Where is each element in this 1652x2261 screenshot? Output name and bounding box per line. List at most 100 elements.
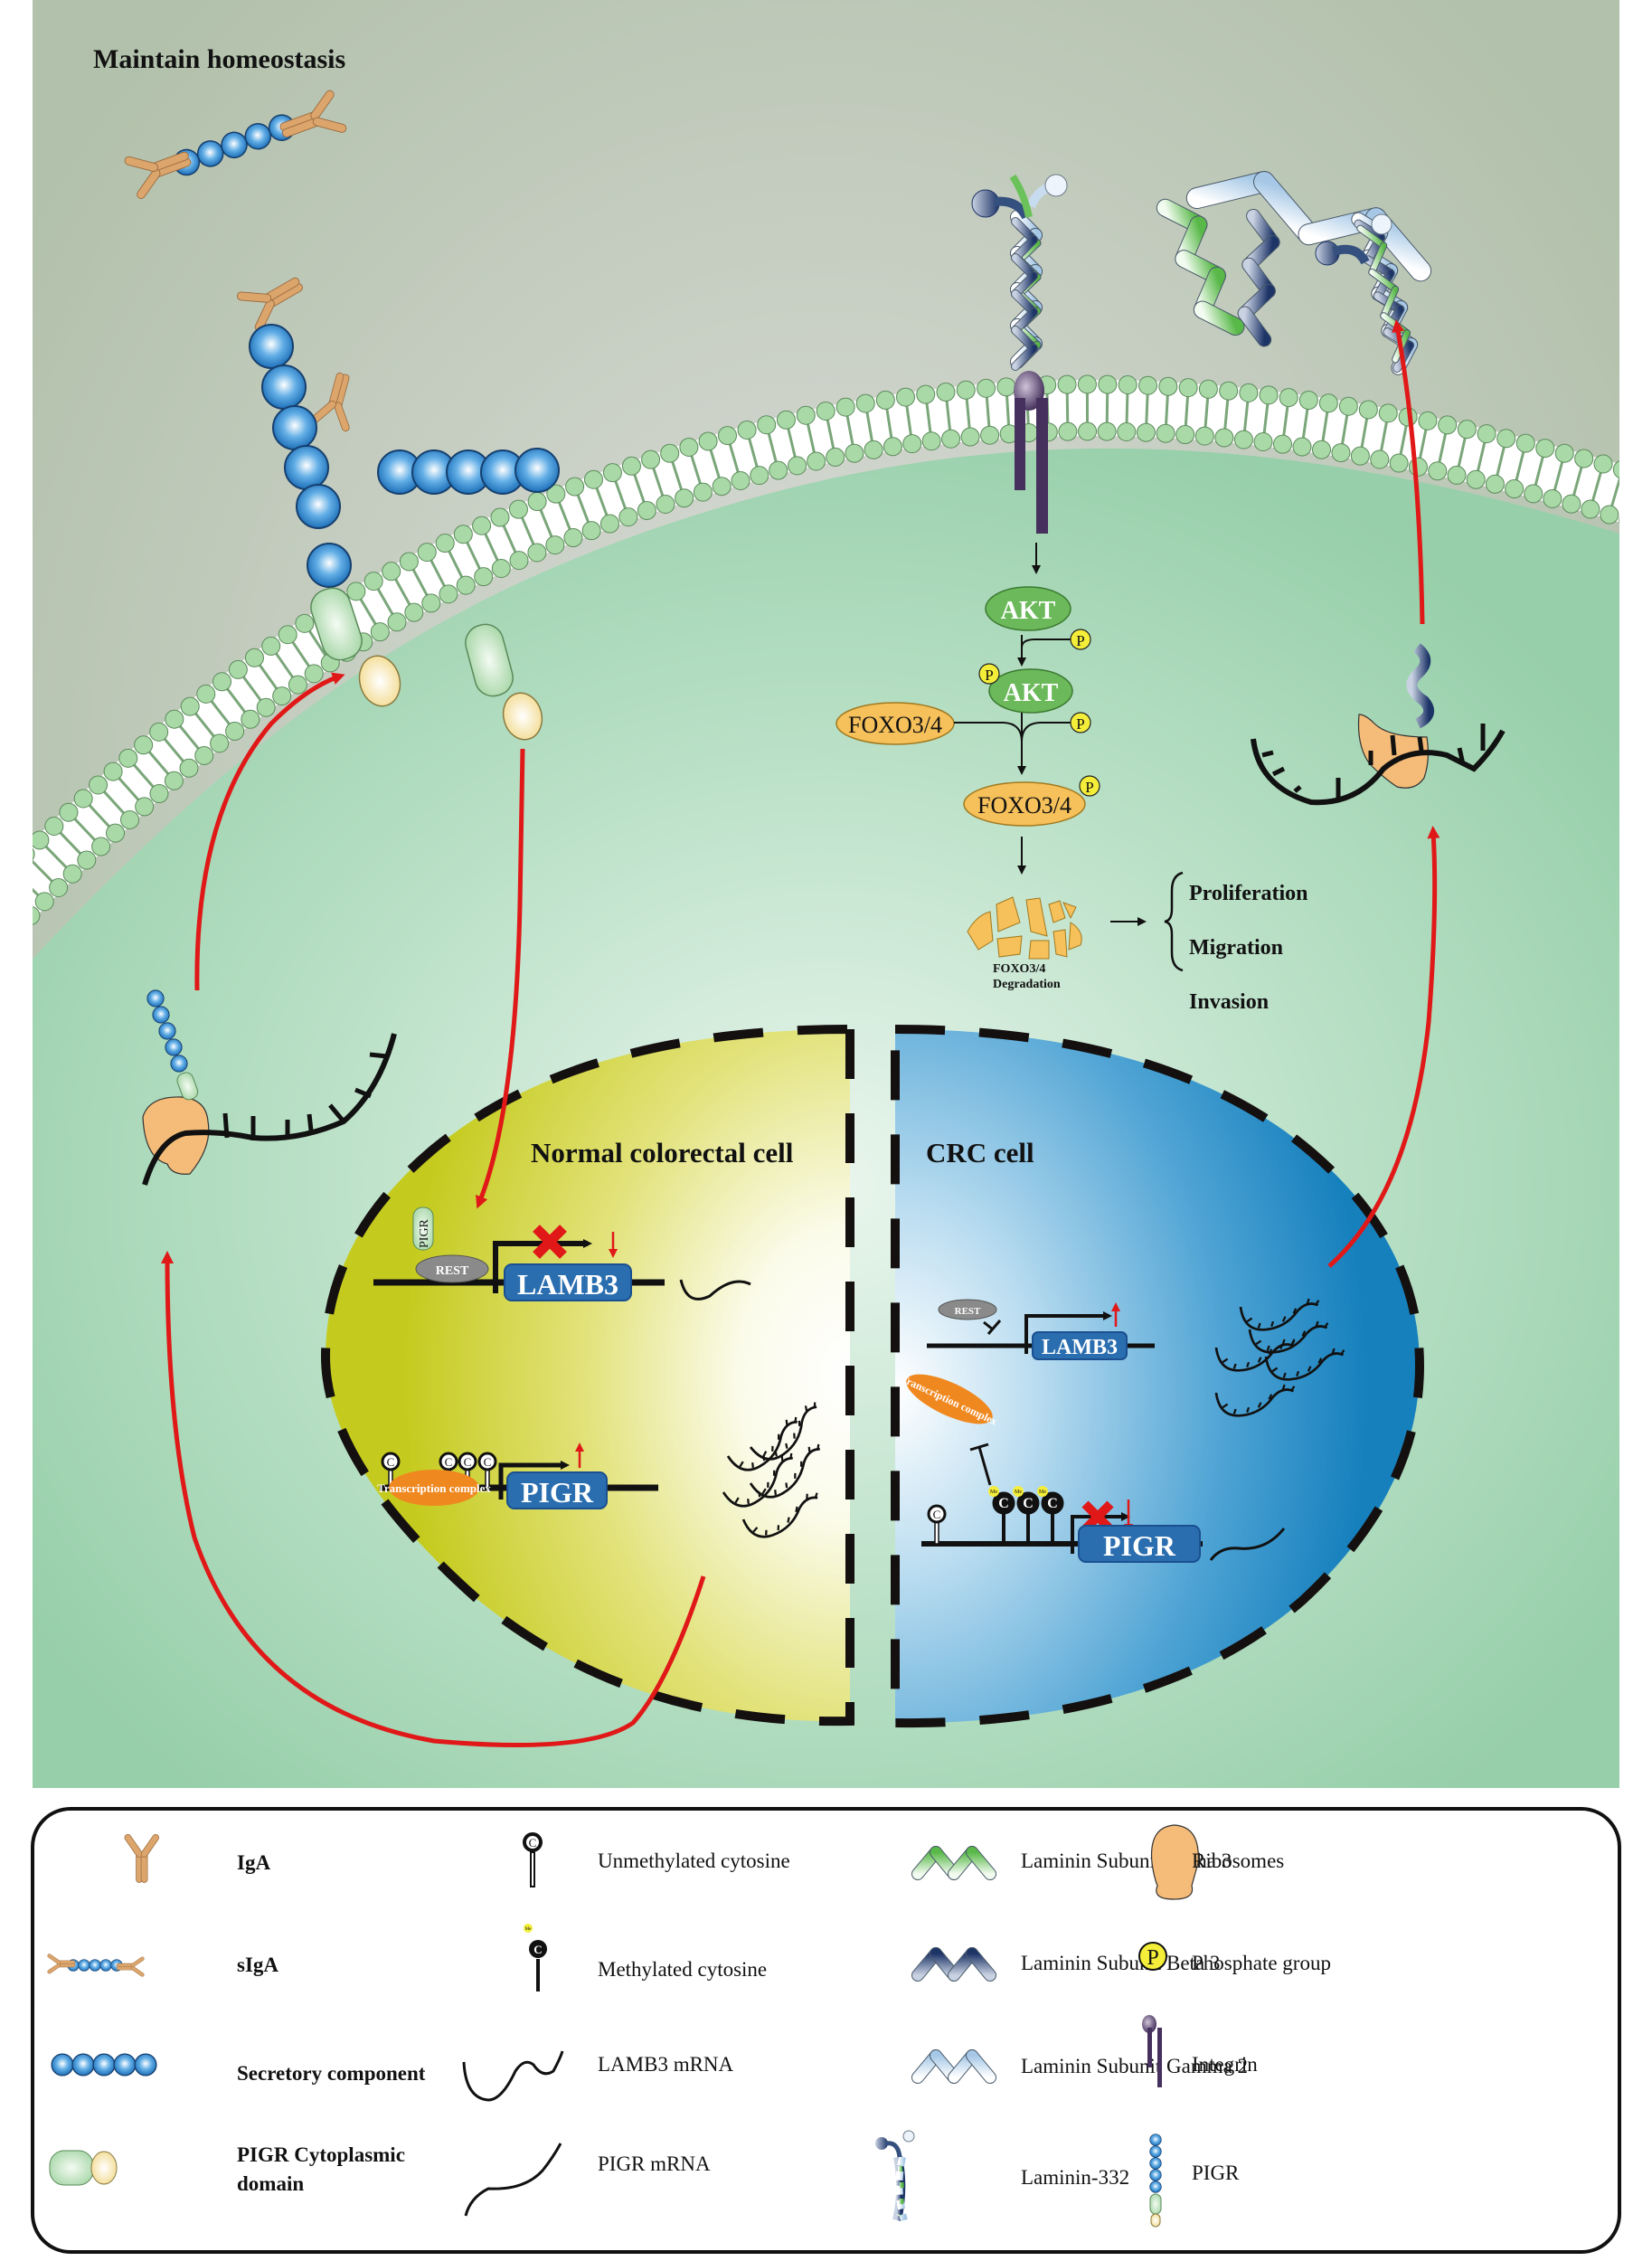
degradation-label-1: FOXO3/4 (993, 962, 1045, 976)
laminin-alpha3-icon (911, 1846, 996, 1880)
legend-label: PIGR Cytoplasmic (237, 2143, 405, 2166)
legend-item-iga: IgA (127, 1838, 270, 1879)
phospholipid (621, 456, 656, 520)
methyl-symbol: Me (1015, 1490, 1022, 1495)
phospholipid (89, 775, 140, 829)
legend-item-unmethylated-cytosine: C Unmethylated cytosine (523, 1832, 790, 1887)
cytosine-symbol: C (484, 1455, 492, 1469)
rest-repressor (415, 1254, 489, 1283)
phospholipid (679, 437, 713, 502)
crc-nucleus-body (895, 1029, 1420, 1724)
lamb3-gene-box (1032, 1331, 1128, 1360)
pigr-cytoplasmic-domain-icon (49, 2150, 118, 2186)
methylated-cytosine: CMe (1037, 1486, 1064, 1544)
phospholipid (346, 582, 390, 642)
mrna-strand (722, 1452, 793, 1508)
crc-cell-title: CRC cell (926, 1137, 1034, 1168)
legend-item-ribosome: Ribosomes (1150, 1824, 1284, 1900)
phospholipid (1194, 379, 1218, 446)
phospholipid (855, 393, 883, 459)
phospholipid (118, 748, 169, 804)
ribosome-icon (1150, 1824, 1199, 1900)
phospholipid (1428, 415, 1458, 481)
lamb3-translation-ribosome (1251, 643, 1506, 806)
cytosine-symbol: C (533, 1943, 542, 1956)
phospholipid (1233, 383, 1259, 449)
phospholipid (1214, 381, 1239, 448)
pigr-gene-label: PIGR (521, 1476, 594, 1509)
methyl-symbol: Me (1039, 1490, 1046, 1495)
nascent-pigr-chain (146, 989, 199, 1101)
phospholipid (261, 636, 307, 695)
phospholipid (165, 709, 214, 765)
phospholipid (1292, 391, 1318, 457)
cytosine-symbol: C (933, 1508, 941, 1521)
phospholipid (73, 789, 126, 843)
phospholipid (1562, 449, 1594, 514)
phospholipid (565, 477, 601, 541)
laminin-beta3-icon (911, 1947, 996, 1982)
phosphate-label: P (985, 667, 993, 684)
phospholipid (875, 390, 902, 457)
lamb3-gene-box (504, 1263, 632, 1301)
legend-label: Secretory component (237, 2062, 426, 2085)
legend-item-siga: sIgA (50, 1954, 278, 1976)
phosphate-icon (1070, 712, 1091, 733)
integrin-icon (1142, 2015, 1162, 2087)
phospholipid (602, 463, 638, 527)
pigr-mrna-cluster (722, 1402, 820, 1538)
phosphate-group-icon: P (1138, 1942, 1167, 1971)
phospholipid (472, 516, 511, 579)
legend-item-pigr: PIGR (1149, 2133, 1240, 2228)
phosphate-label: P (1076, 632, 1084, 649)
legend-label: Laminin Subunit Beta 3 (1021, 1952, 1220, 1974)
phospho-foxo-label: FOXO3/4 (977, 792, 1071, 818)
legend-label: LAMB3 mRNA (598, 2053, 734, 2076)
legend-label: IgA (237, 1851, 270, 1874)
normal-nucleus-body (326, 1029, 850, 1722)
legend-label: Ribosomes (1192, 1849, 1284, 1872)
nucleus-crc (891, 1024, 1425, 1728)
lamb3-gene-label: LAMB3 (517, 1268, 618, 1301)
phospholipid (1273, 388, 1298, 454)
mrna-strand (741, 1492, 818, 1538)
methyl-symbol: Me (525, 1927, 532, 1932)
phospholipid (1311, 393, 1338, 459)
methylated-cytosine-icon: Me C (524, 1924, 547, 1991)
phospholipid (1077, 374, 1098, 441)
cytosine-symbol: C (1047, 1496, 1058, 1511)
methylated-cytosine: CMe (1013, 1486, 1040, 1544)
phospholipid (490, 507, 529, 571)
arrow-lamb3-mrna-to-ribosome (1327, 826, 1440, 1268)
phospholipid (660, 443, 694, 508)
foxo-degradation-fragments (967, 896, 1082, 960)
phospholipid (134, 735, 184, 790)
phospholipid (546, 484, 583, 548)
phospholipid (1117, 375, 1138, 441)
legend-label: Unmethylated cytosine (598, 1849, 790, 1872)
phospholipid (180, 696, 230, 753)
phospho-akt-node (988, 668, 1073, 714)
phospholipid (1447, 420, 1477, 485)
unmethylated-cytosine: C (477, 1452, 497, 1489)
methyl-symbol: Me (990, 1490, 997, 1495)
phospholipid (212, 672, 260, 729)
cytosine-symbol: C (445, 1455, 453, 1469)
mrna-strand (1264, 1348, 1345, 1381)
legend-item-phosphate-group: P Phosphate group (1138, 1942, 1331, 1974)
phospholipid (44, 817, 97, 870)
pigr-tag-label: PIGR (418, 1218, 431, 1248)
outcome-invasion: Invasion (1189, 990, 1269, 1014)
crc-nucleus-envelope (891, 1024, 1425, 1728)
crc-cell-content: CRC cell REST LAMB3 Transcription comple… (899, 1137, 1345, 1563)
phosphate-label: P (1076, 715, 1084, 733)
phosphate-icon (978, 663, 1000, 685)
rest-repressor (938, 1299, 997, 1320)
legend-label: sIgA (237, 1954, 278, 1976)
phospholipid (1156, 376, 1178, 443)
phospholipid (33, 906, 41, 925)
phospholipid (816, 402, 845, 467)
legend-label: Integrin (1192, 2053, 1258, 2076)
